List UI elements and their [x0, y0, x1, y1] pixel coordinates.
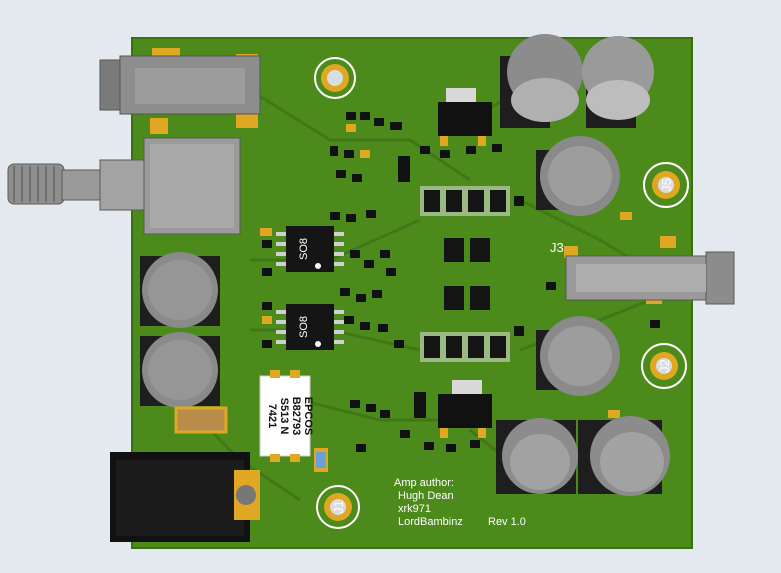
transformer-epcos: EPCOS B82793 S513 N 7421: [259, 370, 314, 462]
opamp-ic-bottom: SO8: [276, 304, 344, 350]
author-line-2: Hugh Dean: [398, 490, 454, 502]
power-resistor-array-mid: [444, 238, 490, 310]
author-line-3: xrk971: [398, 503, 431, 515]
smd-diode-bottom: [414, 392, 426, 418]
dc-barrel-jack: [110, 452, 260, 542]
marking-line-2: B82793: [290, 397, 302, 436]
ref-j1: J1: [331, 500, 346, 514]
silkscreen-credits: Amp author: Hugh Dean xrk971 LordBambinz…: [394, 477, 526, 528]
revision-label: Rev 1.0: [488, 516, 526, 528]
mounting-hole-top: [314, 57, 356, 99]
author-line-1: Amp author:: [394, 477, 454, 489]
regulator-bottom: [438, 380, 492, 438]
power-resistor-array-top: [420, 186, 510, 216]
opamp-ic-top: SO8: [276, 226, 344, 272]
marking-line-3: S513 N: [278, 398, 290, 435]
potentiometer: [7, 137, 241, 235]
capacitors-bottom-right: [496, 416, 670, 496]
capacitors-top-right: [500, 34, 654, 216]
mounting-hole-j1: J1: [316, 485, 360, 529]
ic-label-top: SO8: [298, 238, 310, 260]
capacitor-right-middle: [536, 316, 620, 396]
ic-label-bottom: SO8: [298, 316, 310, 338]
capacitors-left: [140, 252, 220, 408]
smd-small-parts: [260, 112, 660, 452]
ref-j2: J2: [657, 359, 672, 373]
ref-j5: J5: [659, 178, 674, 192]
marking-line-4: 7421: [266, 404, 278, 428]
audio-jack-right: [564, 236, 735, 305]
ref-j3: J3: [550, 240, 564, 255]
mounting-hole-j5: J5: [643, 162, 689, 208]
led: [314, 448, 328, 472]
marking-line-1: EPCOS: [302, 397, 314, 436]
regulator-top: [438, 88, 492, 146]
author-line-4: LordBambinz: [398, 516, 463, 528]
mounting-hole-j2: J2: [641, 343, 687, 389]
smd-capacitor-brown: [174, 406, 228, 434]
smd-diode-top: [398, 156, 410, 182]
power-resistor-array-bottom: [420, 332, 510, 362]
audio-jack-top-left: [99, 48, 261, 134]
